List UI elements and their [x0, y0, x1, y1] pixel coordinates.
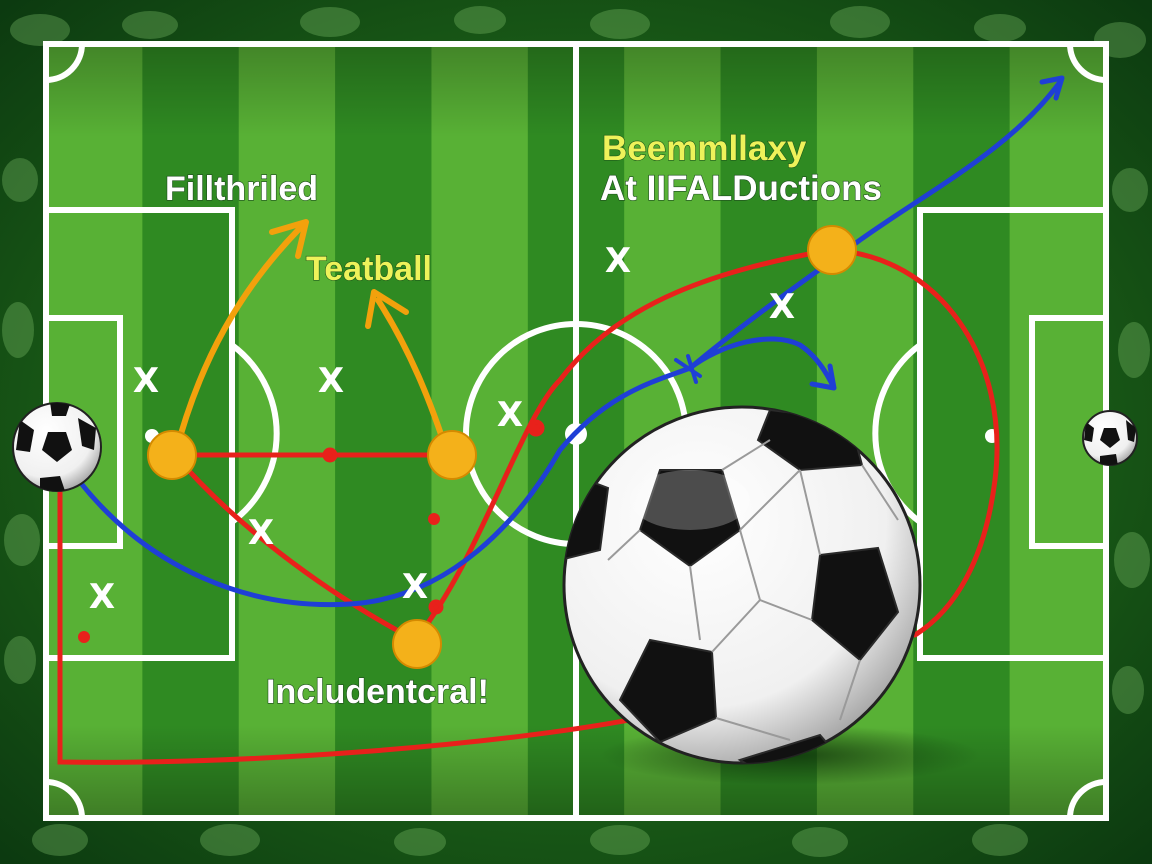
corner-arc-bottom-left — [45, 779, 85, 819]
orange-run-left — [172, 225, 303, 458]
player-marker-icon — [427, 430, 477, 480]
player-marker-icon — [807, 225, 857, 275]
red-paths — [57, 247, 1000, 765]
opponent-x-icon: X — [497, 395, 523, 435]
label-left-top: Fillthriled — [165, 170, 318, 208]
red-node — [322, 447, 338, 463]
red-run-diagonal — [172, 452, 418, 643]
opponent-x-icon: X — [89, 577, 115, 617]
red-node — [527, 419, 545, 437]
corner-arc-top-left — [45, 43, 85, 83]
red-baseline-run — [57, 477, 643, 765]
arrow-head-icon — [269, 219, 309, 259]
blue-long-run — [77, 79, 1063, 608]
opponent-x-icon: X — [605, 241, 631, 281]
opponent-markers: X X X X X X X X — [89, 241, 795, 617]
player-markers — [147, 225, 857, 669]
label-left-mid: Teatball — [306, 250, 432, 288]
blue-cross-marker — [674, 354, 702, 384]
red-marker-dot — [78, 631, 90, 643]
border-foliage — [2, 6, 1150, 857]
red-node — [428, 599, 444, 615]
red-curve-right — [827, 247, 1000, 638]
blue-paths — [77, 75, 1065, 608]
soccer-ball-icon — [1082, 410, 1138, 466]
player-marker-icon — [147, 430, 197, 480]
arrow-head-icon — [1039, 75, 1065, 101]
opponent-x-icon: X — [318, 361, 344, 401]
player-marker-icon — [392, 619, 442, 669]
red-marker-dot — [428, 513, 440, 525]
label-bottom: Includentcral! — [266, 673, 489, 711]
arrow-head-icon — [809, 363, 837, 391]
corner-arc-bottom-right — [1067, 779, 1107, 819]
opponent-x-icon: X — [402, 567, 428, 607]
blue-curl-run — [687, 336, 835, 387]
label-right-line2: At IIFALDuctions — [600, 169, 882, 208]
red-curve-through — [412, 247, 833, 643]
opponent-x-icon: X — [133, 361, 159, 401]
soccer-ball-icon — [12, 402, 102, 492]
opponent-x-icon: X — [769, 287, 795, 327]
arrow-head-icon — [365, 289, 409, 329]
opponent-x-icon: X — [248, 513, 274, 553]
left-penalty-arc — [230, 342, 280, 525]
corner-arc-top-right — [1067, 43, 1107, 83]
label-right-line1: Beemmllaxy — [602, 129, 807, 168]
